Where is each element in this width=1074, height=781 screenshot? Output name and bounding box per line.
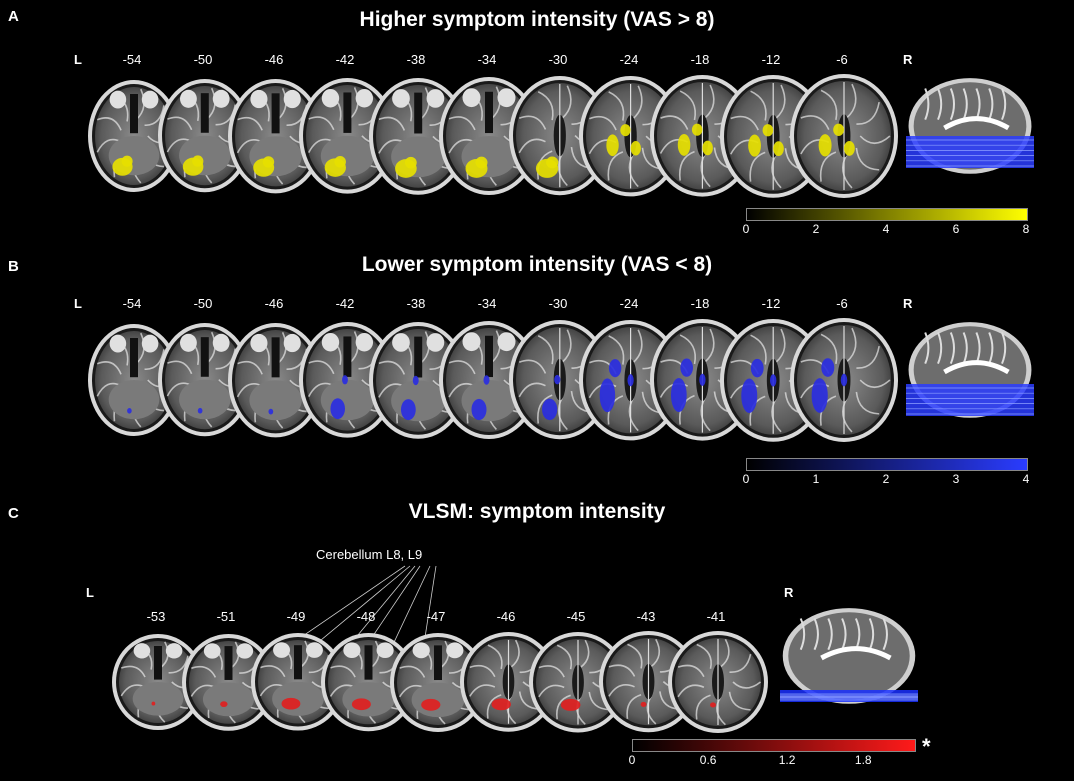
axial-slice <box>509 320 611 440</box>
colorbar-tick-label: 4 <box>1022 472 1030 486</box>
slice-coordinate-label: -38 <box>406 52 426 67</box>
slice-coordinate-label: -12 <box>761 52 781 67</box>
colorbar-tick-label: 1.8 <box>854 753 872 767</box>
slice-coordinate-label: -50 <box>193 296 213 311</box>
axial-slice <box>529 631 627 733</box>
panel-label: B <box>8 258 19 275</box>
colorbar-tick-label: 1 <box>812 472 820 486</box>
axial-slice <box>790 74 898 198</box>
axial-slice <box>298 78 396 194</box>
slice-coordinate-label: -46 <box>264 296 284 311</box>
colorbar <box>632 739 916 752</box>
panel-title: VLSM: symptom intensity <box>408 500 666 523</box>
slice-coordinate-label: -18 <box>690 296 710 311</box>
slice-coordinate-label: -53 <box>146 609 166 624</box>
slice-coordinate-label: -42 <box>335 52 355 67</box>
colorbar-tick-label: 0 <box>742 222 750 236</box>
axial-slice <box>228 78 324 194</box>
axial-slice <box>368 321 468 439</box>
slice-coordinate-label: -6 <box>836 52 848 67</box>
slice-coordinate-label: -46 <box>496 609 516 624</box>
panel-title: Lower symptom intensity (VAS < 8) <box>361 253 713 276</box>
colorbar-tick-label: 2 <box>882 472 890 486</box>
slice-coordinate-label: -43 <box>636 609 656 624</box>
axial-slice <box>112 634 204 730</box>
panel-label: C <box>8 505 19 522</box>
axial-slice <box>88 324 180 436</box>
right-hemisphere-label: R <box>784 585 794 600</box>
axial-slice <box>298 322 396 438</box>
slice-coordinate-label: -51 <box>216 609 236 624</box>
axial-slice <box>509 76 611 196</box>
slice-coordinate-label: -48 <box>356 609 376 624</box>
slice-coordinate-label: -30 <box>548 52 568 67</box>
slice-coordinate-label: -24 <box>619 52 639 67</box>
slice-coordinate-label: -42 <box>335 296 355 311</box>
slice-coordinate-label: -12 <box>761 296 781 311</box>
significance-marker: * <box>922 734 931 759</box>
axial-slice <box>368 77 468 195</box>
slice-coordinate-label: -30 <box>548 296 568 311</box>
colorbar-tick-label: 4 <box>882 222 890 236</box>
slice-coordinate-label: -18 <box>690 52 710 67</box>
slice-coordinate-label: -46 <box>264 52 284 67</box>
left-hemisphere-label: L <box>74 52 82 67</box>
slice-coordinate-label: -34 <box>477 296 497 311</box>
axial-slice <box>158 323 252 437</box>
panel-title: Higher symptom intensity (VAS > 8) <box>359 8 715 31</box>
axial-slice <box>598 631 698 733</box>
slice-coordinate-label: -47 <box>426 609 446 624</box>
colorbar-tick-label: 6 <box>952 222 960 236</box>
colorbar-tick-label: 0 <box>628 753 636 767</box>
colorbar <box>746 458 1028 471</box>
panel-label: A <box>8 8 19 25</box>
axial-slice <box>251 633 345 731</box>
panel-b: B Lower symptom intensity (VAS < 8) L R … <box>8 253 1034 486</box>
colorbar-tick-label: 1.2 <box>778 753 796 767</box>
left-hemisphere-label: L <box>74 296 82 311</box>
axial-slice <box>459 632 557 732</box>
colorbar-tick-label: 2 <box>812 222 820 236</box>
axial-slice <box>158 79 252 193</box>
slice-coordinate-label: -34 <box>477 52 497 67</box>
axial-slice <box>390 632 486 732</box>
slice-coordinate-label: -49 <box>286 609 306 624</box>
slice-coordinate-label: -6 <box>836 296 848 311</box>
colorbar-tick-label: 0.6 <box>699 753 717 767</box>
colorbar-tick-label: 3 <box>952 472 960 486</box>
axial-slice <box>790 318 898 442</box>
axial-slice <box>181 633 275 731</box>
axial-slice <box>439 77 539 195</box>
axial-slice <box>320 632 416 732</box>
sagittal-slice <box>906 320 1034 424</box>
colorbar-tick-label: 0 <box>742 472 750 486</box>
axial-slice <box>228 322 324 438</box>
slice-coordinate-label: -54 <box>122 52 142 67</box>
panel-a: A Higher symptom intensity (VAS > 8) L R… <box>0 0 1074 245</box>
left-hemisphere-label: L <box>86 585 94 600</box>
sagittal-slice <box>780 606 918 710</box>
axial-slice <box>668 631 768 733</box>
slice-coordinate-label: -41 <box>706 609 726 624</box>
slice-coordinate-label: -45 <box>566 609 586 624</box>
slice-coordinate-label: -24 <box>619 296 639 311</box>
axial-slice <box>88 80 180 192</box>
colorbar <box>746 208 1028 221</box>
slice-coordinate-label: -50 <box>193 52 213 67</box>
region-annotation: Cerebellum L8, L9 <box>316 547 423 562</box>
slice-coordinate-label: -38 <box>406 296 426 311</box>
colorbar-tick-label: 8 <box>1022 222 1030 236</box>
sagittal-slice <box>906 76 1034 180</box>
right-hemisphere-label: R <box>903 52 913 67</box>
axial-slice <box>579 319 683 441</box>
right-hemisphere-label: R <box>903 296 913 311</box>
slice-coordinate-label: -54 <box>122 296 142 311</box>
